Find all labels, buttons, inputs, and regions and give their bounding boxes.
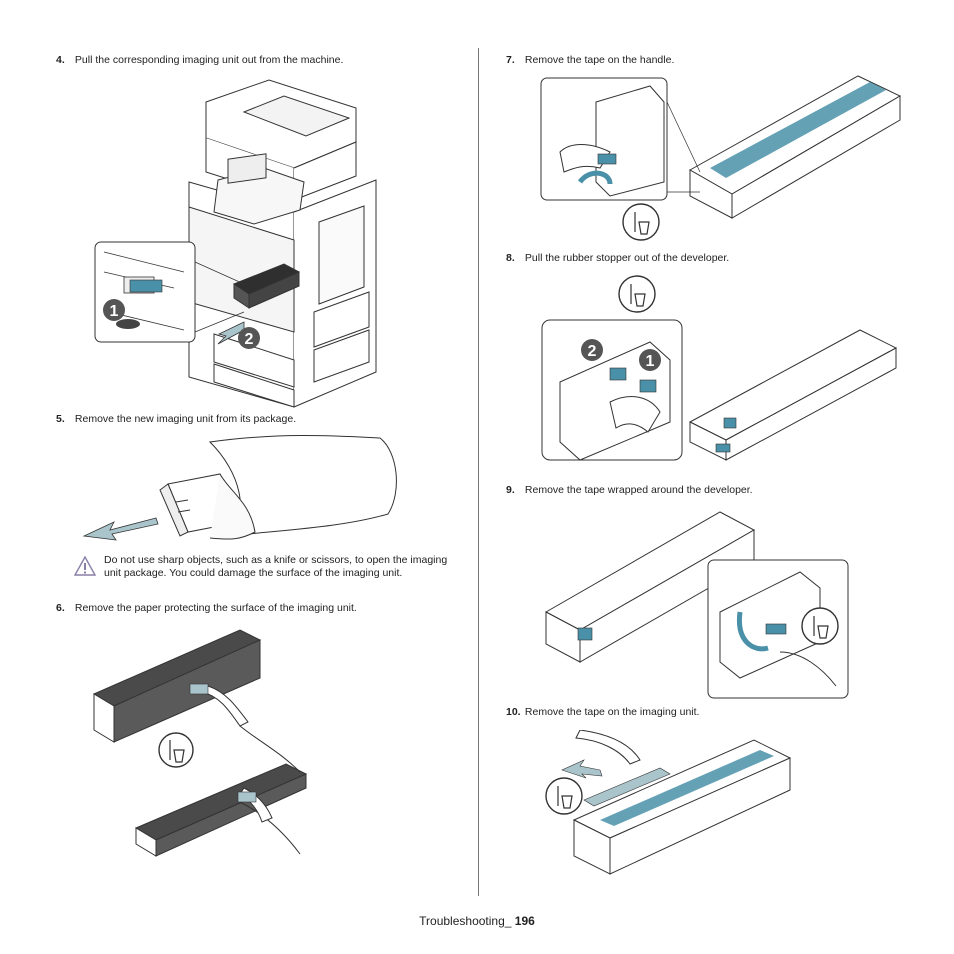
trash-icon — [158, 732, 194, 768]
warning-triangle-icon — [74, 556, 96, 576]
step-4: 4. Pull the corresponding imaging unit o… — [56, 54, 344, 66]
machine-illustration: 1 2 — [94, 79, 377, 408]
callout-2: 2 — [581, 339, 603, 361]
callout-1: 1 — [639, 349, 661, 371]
svg-text:1: 1 — [646, 353, 655, 370]
trash-icon — [622, 203, 660, 241]
warning-text: Do not use sharp objects, such as a knif… — [104, 554, 448, 579]
step-5: 5. Remove the new imaging unit from its … — [56, 413, 297, 425]
svg-text:2: 2 — [245, 331, 254, 348]
column-divider — [478, 48, 479, 896]
rubber-stopper-illustration: 2 1 — [541, 275, 898, 461]
callout-2: 2 — [238, 327, 260, 349]
package-illustration — [82, 435, 397, 541]
callout-1: 1 — [103, 299, 125, 321]
step-6: 6. Remove the paper protecting the surfa… — [56, 602, 357, 614]
imaging-unit-tape-illustration — [545, 730, 792, 875]
page-footer: Troubleshooting_ 196 — [0, 914, 954, 928]
protective-paper-illustration — [92, 629, 308, 857]
svg-text:1: 1 — [110, 303, 119, 320]
page-number: 196 — [514, 914, 535, 928]
step-7: 7. Remove the tape on the handle. — [506, 54, 675, 66]
handle-tape-illustration — [540, 75, 902, 241]
step-10: 10. Remove the tape on the imaging unit. — [506, 706, 700, 718]
wrapped-tape-illustration — [544, 511, 849, 699]
step-9: 9. Remove the tape wrapped around the de… — [506, 484, 753, 496]
svg-text:2: 2 — [588, 343, 597, 360]
footer-section: Troubleshooting_ — [419, 914, 512, 928]
trash-icon — [618, 275, 656, 313]
trash-icon — [545, 777, 583, 815]
step-8: 8. Pull the rubber stopper out of the de… — [506, 252, 730, 264]
trash-icon — [801, 607, 839, 645]
